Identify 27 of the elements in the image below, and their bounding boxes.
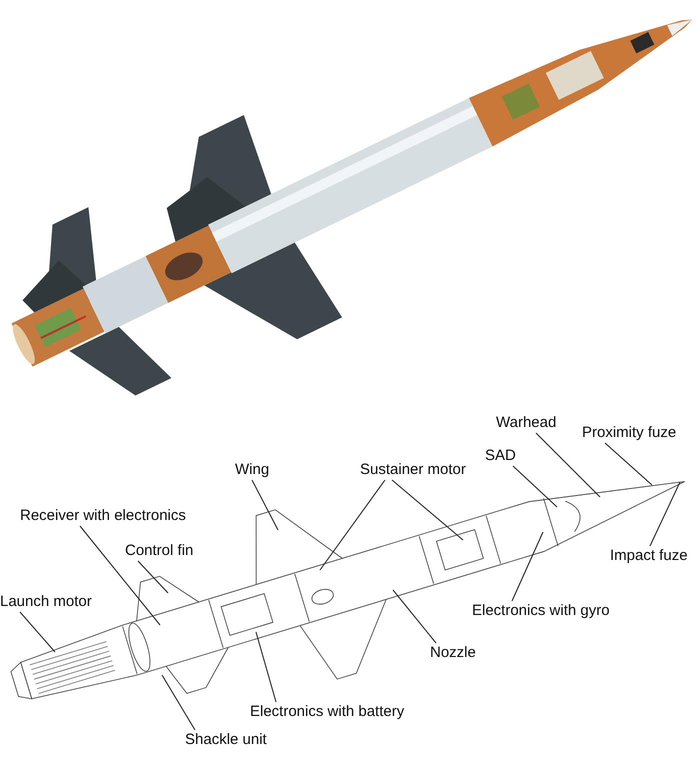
leader-line <box>162 674 196 730</box>
leader-line <box>512 532 544 602</box>
leader-line <box>650 482 680 546</box>
part-label: Nozzle <box>430 644 476 662</box>
part-label: SAD <box>485 447 516 465</box>
part-label: Launch motor <box>0 593 92 611</box>
part-label: Wing <box>235 461 270 479</box>
leader-line <box>392 480 464 540</box>
leader-line <box>256 632 276 702</box>
leader-line <box>604 442 652 486</box>
leader-line <box>20 612 56 652</box>
part-label: Proximity fuze <box>582 424 676 442</box>
leader-line <box>252 480 278 530</box>
leader-line <box>80 526 160 626</box>
leader-line <box>320 480 386 570</box>
part-label: Impact fuze <box>610 547 688 565</box>
part-label: Receiver with electronics <box>20 507 186 525</box>
leader-line <box>392 590 436 644</box>
part-label: Control fin <box>125 542 194 560</box>
leader-line <box>512 466 558 508</box>
part-label: Warhead <box>496 414 556 432</box>
missile-cutaway-drawing <box>12 20 692 396</box>
part-label: Electronics with gyro <box>472 602 610 620</box>
part-label: Sustainer motor <box>360 461 466 479</box>
leader-line <box>536 432 600 498</box>
part-label: Shackle unit <box>185 731 267 749</box>
part-label: Electronics with battery <box>250 703 404 721</box>
